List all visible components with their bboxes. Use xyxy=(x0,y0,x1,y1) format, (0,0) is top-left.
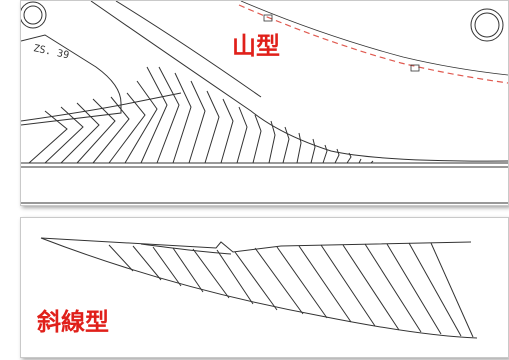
reference-dashed-curve xyxy=(238,4,508,84)
bracket-outline xyxy=(21,34,122,126)
profile-curve-upper xyxy=(115,1,262,98)
reference-solid-curve xyxy=(240,1,508,76)
bolt-hole-left xyxy=(21,1,47,29)
chevron-type-label: 山型 xyxy=(232,32,280,60)
blade-bottom-edge xyxy=(40,237,478,339)
bolt-hole-right-inner xyxy=(474,12,500,38)
bolt-hole-right xyxy=(470,8,504,42)
chevron-pattern-panel: ZS. 39 山型 xyxy=(20,0,509,206)
diagonal-pattern-drawing xyxy=(40,237,478,339)
blade-top-edge xyxy=(40,237,472,253)
drawing-code: ZS. 39 xyxy=(32,43,70,61)
chevron-slats xyxy=(28,66,374,164)
marker-box-1 xyxy=(263,14,273,22)
diagonal-pattern-panel: 斜線型 xyxy=(20,217,509,358)
diagonal-type-label: 斜線型 xyxy=(37,308,109,336)
diagonal-slats xyxy=(108,242,474,338)
chevron-pattern-drawing: ZS. 39 xyxy=(21,1,508,204)
bolt-hole-left-inner xyxy=(23,5,43,25)
inner-curve xyxy=(21,92,182,122)
profile-curve xyxy=(90,1,508,162)
marker-box-2 xyxy=(410,64,420,72)
